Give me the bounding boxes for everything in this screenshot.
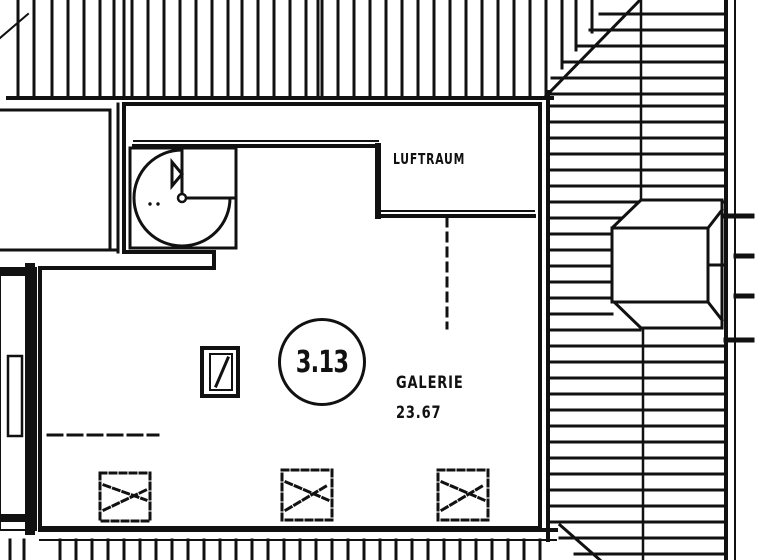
- roof-hatch-bottom: [8, 528, 558, 560]
- room-area: 23.67: [396, 403, 442, 423]
- hip-line-top: [543, 0, 643, 99]
- spiral-staircase: [128, 146, 238, 250]
- dormer: [610, 198, 755, 343]
- room-number: 3.13: [295, 344, 349, 380]
- room-name: GALERIE: [396, 373, 464, 393]
- skylights: [98, 468, 490, 523]
- roof-hatch-top: [0, 0, 594, 100]
- room-number-badge: 3.13: [278, 318, 366, 406]
- walls: [0, 102, 542, 535]
- chimney-shaft: [200, 346, 240, 398]
- roof-hatch-right: [546, 0, 736, 560]
- void-label: LUFTRAUM: [393, 150, 466, 168]
